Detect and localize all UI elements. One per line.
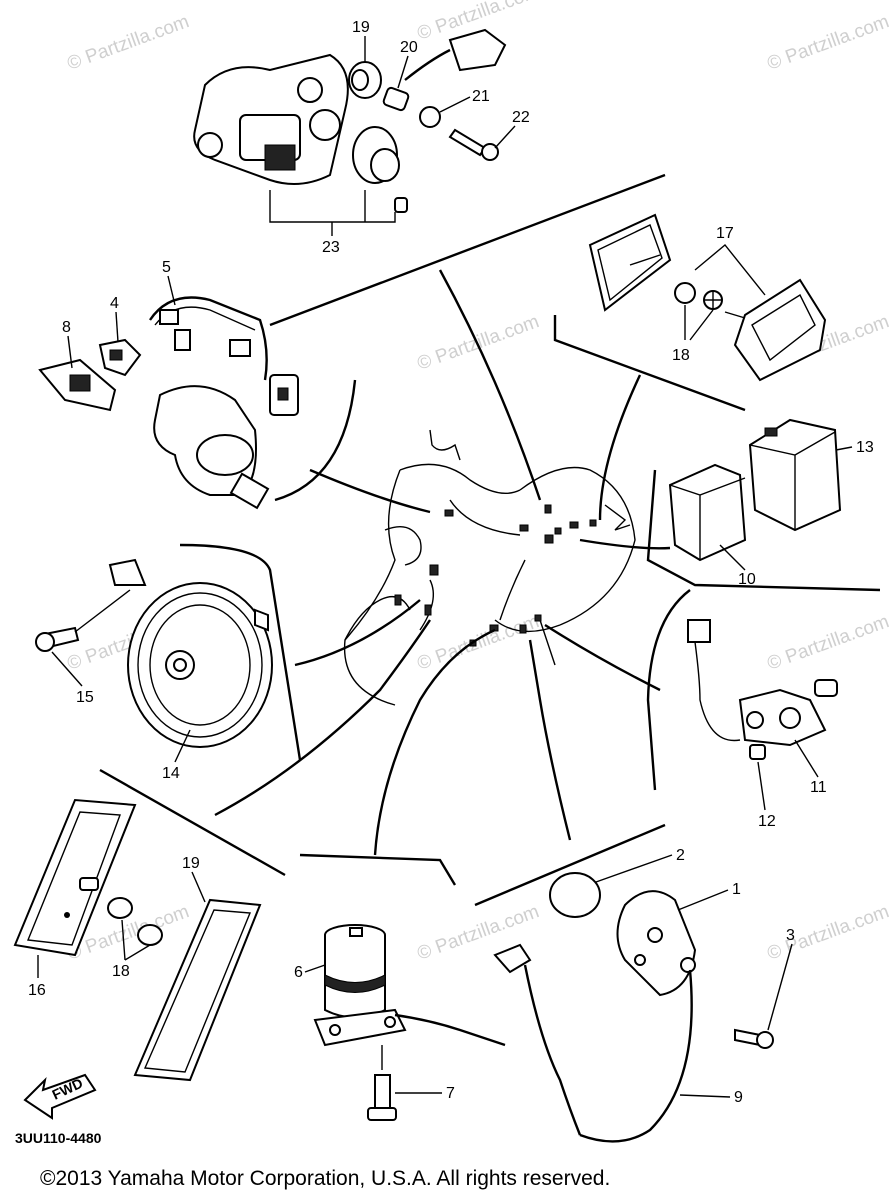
callout-7: 7: [446, 1085, 455, 1102]
copyright-notice: ©2013 Yamaha Motor Corporation, U.S.A. A…: [40, 1167, 610, 1190]
callout-11: 11: [810, 779, 827, 796]
callout-23: 23: [322, 239, 340, 256]
sensor-assembly: [493, 872, 774, 1143]
rear-reflector-assembly: [588, 213, 827, 382]
callout-15: 15: [76, 689, 94, 706]
callout-5: 5: [162, 259, 171, 276]
sender-unit-assembly: [687, 619, 838, 760]
diagram-code: 3UU110-4480: [15, 1130, 102, 1146]
side-reflector-assembly: [13, 798, 262, 1082]
watermark: © Partzilla.com: [765, 11, 892, 75]
callout-6: 6: [294, 964, 303, 981]
horn-assembly: [35, 558, 273, 748]
callout-18-rear: 18: [672, 347, 690, 364]
callouts: 19 20 21 22 23 5 4 8 17 18 13 10 11 12 1…: [28, 19, 874, 1106]
callout-3: 3: [786, 927, 795, 944]
callout-22: 22: [512, 109, 530, 126]
watermark: © Partzilla.com: [415, 611, 542, 675]
frame-outline: [343, 429, 636, 706]
switch-assembly: [193, 28, 507, 223]
watermark: © Partzilla.com: [65, 11, 192, 75]
callout-17: 17: [716, 225, 734, 242]
callout-19: 19: [352, 19, 370, 36]
fwd-arrow: FWD: [23, 1073, 97, 1120]
callout-12: 12: [758, 813, 776, 830]
callout-16: 16: [28, 982, 46, 999]
relay-assembly: [668, 418, 842, 571]
callout-13: 13: [856, 439, 874, 456]
callout-19-side: 19: [182, 855, 200, 872]
starter-relay-assembly: [313, 924, 506, 1121]
callout-21: 21: [472, 88, 490, 105]
group-brackets: [99, 173, 881, 907]
wire-leaders: [214, 269, 671, 856]
callout-20: 20: [400, 39, 418, 56]
callout-1: 1: [732, 881, 741, 898]
watermark: © Partzilla.com: [765, 611, 892, 675]
callout-9: 9: [734, 1089, 743, 1106]
callout-4: 4: [110, 295, 119, 312]
callout-8: 8: [62, 319, 71, 336]
callout-10: 10: [738, 571, 756, 588]
callout-2: 2: [676, 847, 685, 864]
sub-harness-assembly: [38, 296, 299, 510]
callout-18-side: 18: [112, 963, 130, 980]
watermark: © Partzilla.com: [765, 901, 892, 965]
callout-14: 14: [162, 765, 180, 782]
